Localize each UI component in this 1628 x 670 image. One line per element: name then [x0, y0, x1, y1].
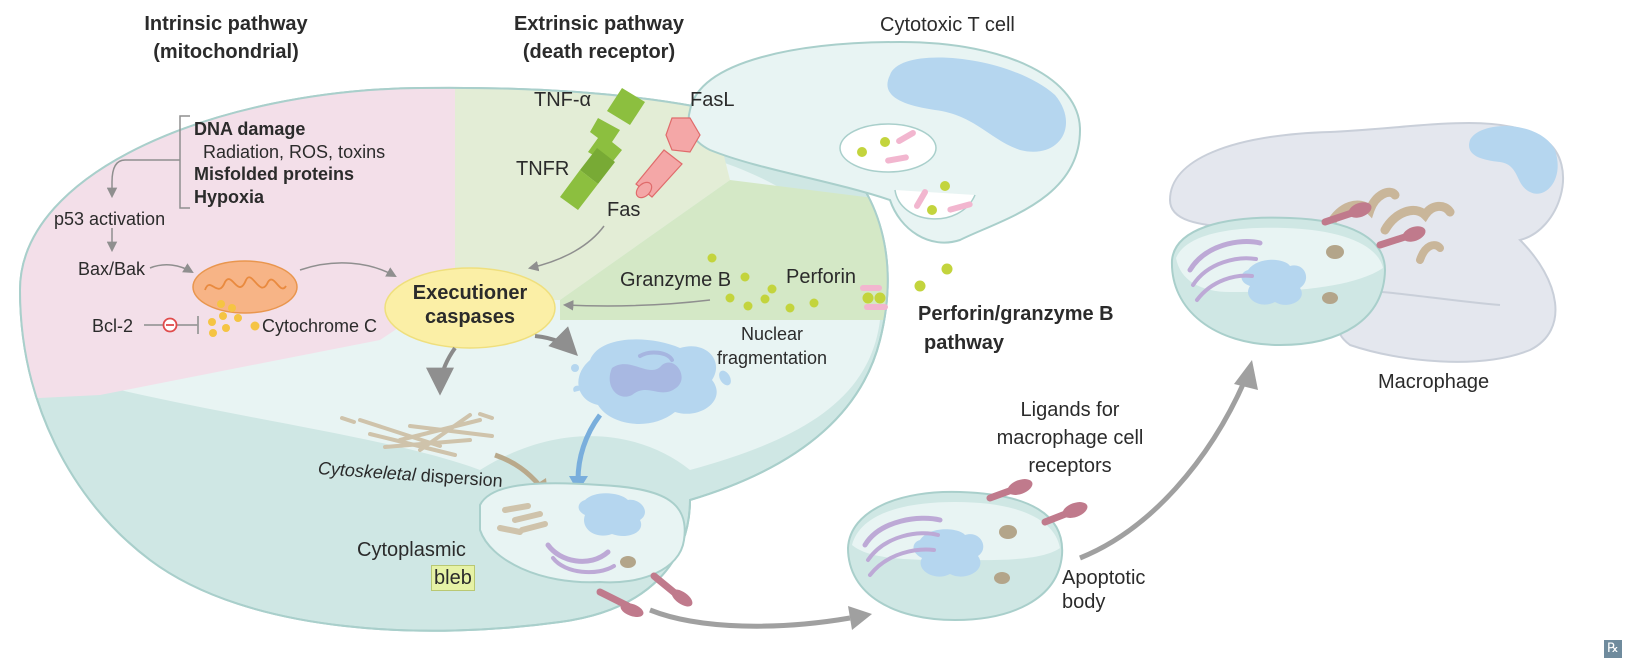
perforin-pathway-line2: pathway	[924, 332, 1005, 354]
macrophage-nucleus	[1469, 126, 1558, 194]
cell-to-apoptotic-body-arrow	[649, 607, 851, 629]
misfolded-proteins-label: Misfolded proteins	[194, 164, 355, 184]
tnfr-receptor	[560, 148, 615, 210]
extrinsic-header-line2: (death receptor)	[522, 41, 676, 63]
dna-damage-label: DNA damage	[194, 119, 306, 139]
nuclear-line1: Nuclear	[740, 324, 804, 344]
cytoskeletal-word: Cytoskeletal	[317, 458, 417, 485]
nucleus-to-bleb-arrow	[575, 413, 603, 481]
perforin-label: Perforin	[786, 266, 857, 288]
trigger-bracket	[112, 115, 190, 209]
intrinsic-header-line2: (mitochondrial)	[153, 41, 299, 63]
cytoskeleton	[340, 412, 494, 457]
hypoxia-label: Hypoxia	[194, 187, 265, 207]
apoptotic-body	[846, 490, 1064, 622]
macrophage-label: Macrophage	[1378, 371, 1490, 393]
apoptotic-body-label: Apoptotic body	[1062, 566, 1145, 614]
fas-label: Fas	[607, 199, 641, 221]
bax-to-mito-arrow	[149, 263, 194, 274]
fas-to-caspase-arrow	[527, 225, 605, 272]
apoptotic-body-ligands	[986, 479, 1088, 526]
t-cell-nucleus	[887, 57, 1067, 152]
granule-vesicle	[839, 123, 937, 173]
perforin-pathway-line1: Perforin/granzyme B	[918, 303, 1114, 325]
bcl2-inhibition	[144, 316, 199, 334]
caspase-to-nucleus-arrow	[534, 326, 578, 356]
tnf-alpha-label: TNF-α	[534, 89, 592, 111]
executioner-caspases-ellipse	[384, 267, 556, 349]
cytoplasmic-bleb	[479, 482, 686, 584]
extrinsic-header: Extrinsic pathway (death receptor)	[508, 10, 690, 66]
apoptotic-body-to-macrophage-arrowhead	[1234, 360, 1258, 390]
granzyme-b-label: Granzyme B	[620, 269, 732, 291]
cell-to-apoptotic-body-arrowhead	[848, 606, 872, 630]
cytotoxic-t-cell	[687, 40, 1082, 244]
nuclear-fragmentation-label: Nuclear fragmentation	[712, 322, 832, 370]
ligands-line1: Ligands for	[1020, 399, 1120, 421]
tnfr-label: TNFR	[516, 158, 570, 180]
cytotoxic-t-cell-label: Cytotoxic T cell	[880, 14, 1015, 36]
granzyme-to-caspase-arrow	[562, 299, 711, 311]
released-granules	[860, 263, 953, 310]
fasl-ligand	[665, 117, 701, 153]
bax-bak-label: Bax/Bak	[78, 259, 146, 279]
granzyme-granules	[707, 253, 819, 313]
intrinsic-header: Intrinsic pathway (mitochondrial)	[140, 10, 312, 66]
apoptotic-line1: Apoptotic	[1062, 567, 1146, 589]
fragmented-nucleus	[571, 339, 731, 424]
dispersion-word: dispersion	[415, 464, 504, 491]
cytoplasmic-bleb-line1: Cytoplasmic	[357, 539, 466, 561]
mitochondrion	[192, 260, 298, 337]
cytochrome-c-label: Cytochrome C	[262, 316, 378, 336]
executioner-line2: caspases	[424, 306, 516, 328]
rx-logo-icon: ℞	[1604, 640, 1622, 658]
nuclear-line2: fragmentation	[716, 348, 828, 368]
executioner-caspases-label: Executioner caspases	[400, 281, 540, 329]
dna-damage-causes-label: Radiation, ROS, toxins	[203, 142, 386, 162]
fas-receptor	[635, 149, 683, 199]
caspase-to-cytoskeleton-arrow	[426, 346, 457, 396]
apoptotic-body-to-macrophage-arrow	[1079, 378, 1248, 561]
apoptotic-line2: body	[1062, 591, 1106, 613]
bleb-ligands	[596, 572, 693, 617]
ligands-line3: receptors	[1028, 455, 1112, 477]
ligands-label: Ligands for macrophage cell receptors	[975, 398, 1165, 478]
engulfed-apoptotic-body	[1170, 202, 1426, 347]
intrinsic-header-line1: Intrinsic pathway	[144, 13, 308, 35]
bcl2-label: Bcl-2	[92, 316, 134, 336]
cytoskeleton-to-bleb-arrow	[494, 452, 542, 488]
mito-to-caspase-arrow	[299, 262, 397, 278]
cytoplasmic-bleb-line2: bleb	[431, 565, 475, 591]
p53-label: p53 activation	[54, 209, 166, 229]
ligands-line2: macrophage cell	[996, 427, 1144, 449]
executioner-line1: Executioner	[412, 282, 528, 304]
fasl-label: FasL	[690, 89, 735, 111]
extrinsic-header-line1: Extrinsic pathway	[513, 13, 685, 35]
granzyme-region	[560, 180, 888, 320]
